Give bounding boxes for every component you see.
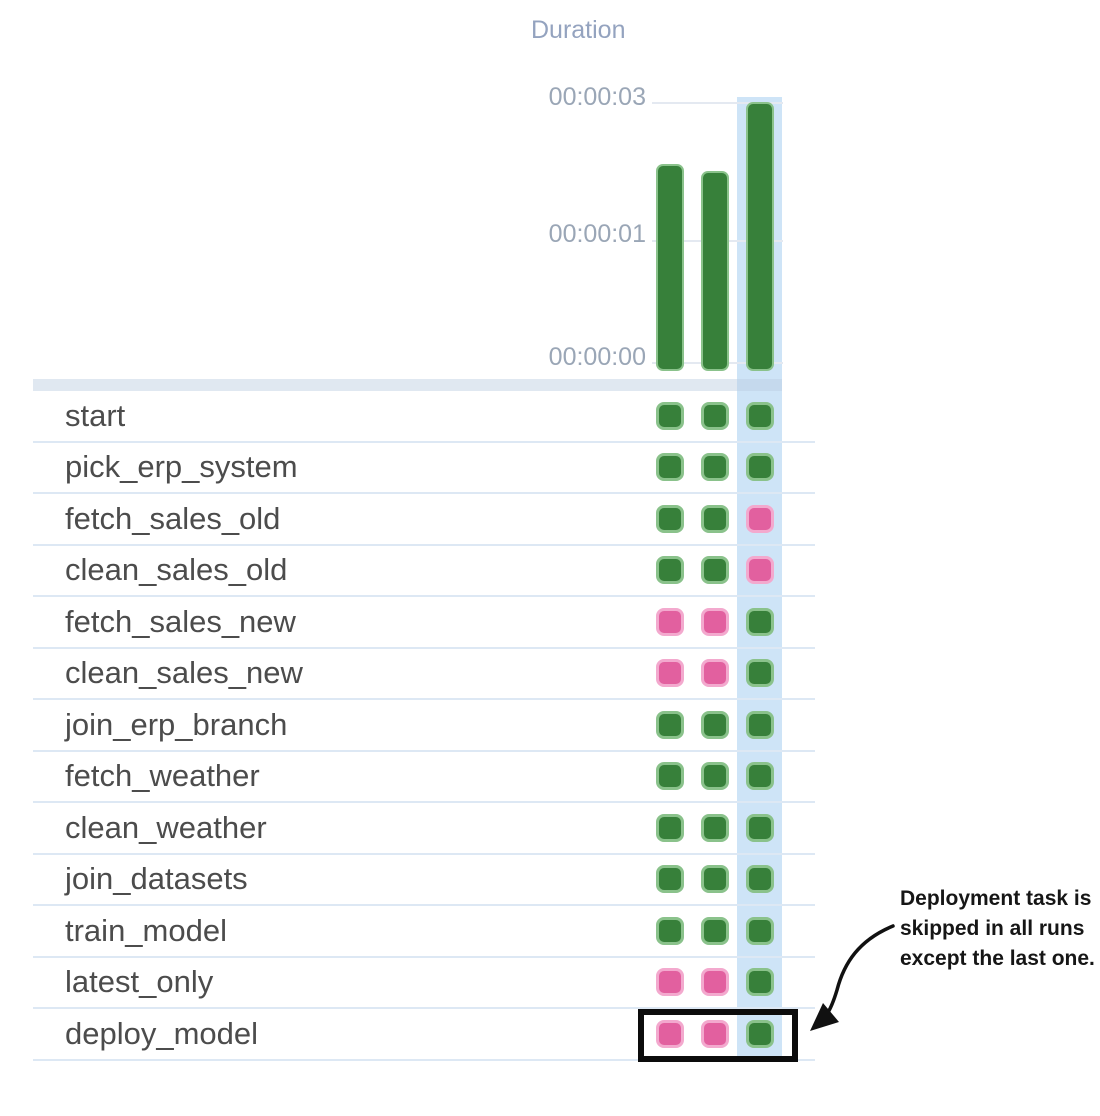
task-row: clean_weather [33, 803, 815, 855]
task-name-label[interactable]: train_model [65, 912, 227, 948]
duration-axis-title: Duration [531, 16, 626, 44]
task-name-label[interactable]: pick_erp_system [65, 449, 298, 485]
run-duration-bar[interactable] [701, 171, 729, 371]
task-name-label[interactable]: join_erp_branch [65, 706, 288, 742]
run-duration-bar[interactable] [746, 102, 774, 371]
task-instance-square-success[interactable] [746, 401, 774, 430]
task-instance-square-skipped[interactable] [656, 1019, 684, 1048]
task-instance-square-success[interactable] [656, 556, 684, 585]
task-instance-square-success[interactable] [701, 504, 729, 533]
run-duration-bar[interactable] [656, 164, 684, 371]
task-row: join_datasets [33, 855, 815, 906]
task-instance-square-success[interactable] [701, 556, 729, 585]
task-row: clean_sales_old [33, 546, 815, 597]
task-instance-square-skipped[interactable] [746, 556, 774, 585]
task-name-label[interactable]: clean_sales_new [65, 655, 303, 691]
task-instance-square-success[interactable] [701, 401, 729, 430]
duration-tick-label: 00:00:01 [548, 220, 646, 248]
task-instance-square-success[interactable] [656, 762, 684, 791]
task-instance-square-success[interactable] [746, 1019, 774, 1048]
task-instance-square-skipped[interactable] [746, 504, 774, 533]
task-row: join_erp_branch [33, 700, 815, 752]
task-instance-square-skipped[interactable] [656, 968, 684, 997]
task-row: fetch_weather [33, 752, 815, 803]
task-instance-square-success[interactable] [746, 916, 774, 945]
duration-gridline [652, 102, 783, 104]
task-name-label[interactable]: deploy_model [65, 1015, 259, 1051]
task-row: train_model [33, 906, 815, 958]
duration-tick-label: 00:00:00 [548, 343, 646, 371]
task-name-label[interactable]: latest_only [65, 964, 214, 1000]
task-name-label[interactable]: fetch_weather [65, 758, 260, 794]
task-instance-square-success[interactable] [746, 865, 774, 894]
task-instance-square-success[interactable] [746, 762, 774, 791]
task-row: pick_erp_system [33, 443, 815, 494]
task-instance-square-success[interactable] [656, 916, 684, 945]
task-instance-square-success[interactable] [746, 968, 774, 997]
task-name-label[interactable]: start [65, 397, 126, 433]
task-row: fetch_sales_new [33, 597, 815, 649]
task-instance-square-success[interactable] [746, 659, 774, 688]
task-name-label[interactable]: clean_weather [65, 809, 267, 845]
task-row: start [33, 391, 815, 443]
task-instance-square-success[interactable] [701, 813, 729, 842]
task-instance-square-success[interactable] [701, 916, 729, 945]
annotation-line: except the last one. [900, 947, 1095, 970]
task-instance-square-success[interactable] [701, 453, 729, 482]
task-instance-square-skipped[interactable] [701, 1019, 729, 1048]
annotation-text: Deployment task is skipped in all runs e… [900, 884, 1100, 974]
duration-tick-label: 00:00:03 [548, 83, 646, 111]
annotation-highlight-box [638, 1009, 798, 1062]
task-instance-square-success[interactable] [701, 710, 729, 739]
annotation-line: Deployment task is [900, 887, 1092, 910]
task-instance-square-success[interactable] [656, 504, 684, 533]
task-instance-square-success[interactable] [656, 865, 684, 894]
task-instance-square-success[interactable] [746, 813, 774, 842]
task-name-label[interactable]: fetch_sales_new [65, 603, 296, 639]
task-name-label[interactable]: fetch_sales_old [65, 500, 281, 536]
task-instance-square-skipped[interactable] [701, 607, 729, 636]
grid-header-band [33, 379, 782, 391]
task-row: latest_only [33, 958, 815, 1009]
task-instance-square-skipped[interactable] [656, 659, 684, 688]
task-instance-square-skipped[interactable] [656, 607, 684, 636]
task-row: deploy_model [33, 1009, 815, 1061]
task-instance-square-success[interactable] [656, 813, 684, 842]
task-row: clean_sales_new [33, 649, 815, 700]
annotation-line: skipped in all runs [900, 917, 1085, 940]
task-instance-square-success[interactable] [656, 710, 684, 739]
task-name-label[interactable]: clean_sales_old [65, 552, 288, 588]
task-instance-square-success[interactable] [656, 453, 684, 482]
task-instance-square-success[interactable] [746, 453, 774, 482]
task-instance-square-success[interactable] [746, 710, 774, 739]
task-row: fetch_sales_old [33, 494, 815, 546]
task-instance-square-skipped[interactable] [701, 659, 729, 688]
task-instance-square-success[interactable] [701, 762, 729, 791]
task-instance-square-success[interactable] [701, 865, 729, 894]
task-name-label[interactable]: join_datasets [65, 861, 248, 897]
task-instance-square-skipped[interactable] [701, 968, 729, 997]
task-instance-square-success[interactable] [746, 607, 774, 636]
task-instance-square-success[interactable] [656, 401, 684, 430]
